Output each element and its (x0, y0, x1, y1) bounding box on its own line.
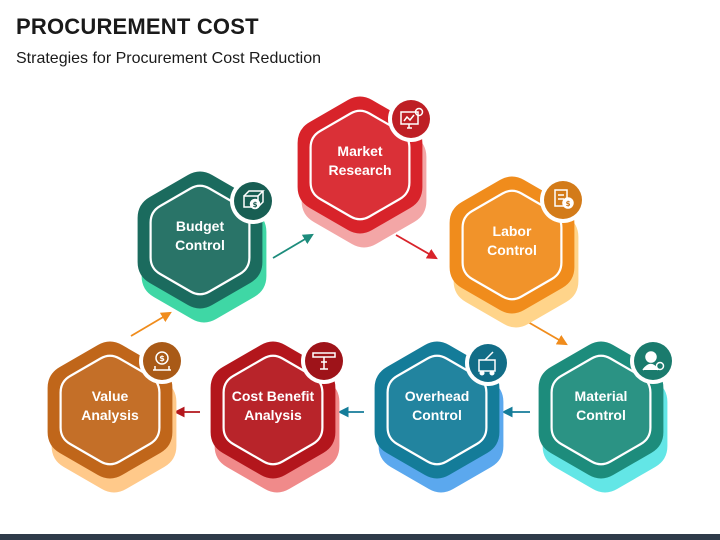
arrow-value-to-budget (130, 311, 172, 337)
arrow-market-to-labor (395, 234, 438, 260)
worker-cost-icon: $ (540, 177, 586, 223)
hex-label-line: Overhead (405, 388, 470, 404)
svg-text:$: $ (253, 201, 258, 209)
hex-label-line: Market (337, 143, 382, 159)
hex-label-line: Analysis (244, 407, 302, 423)
analytics-monitor-icon (388, 96, 434, 142)
cleaning-cart-icon (465, 340, 511, 386)
money-box-icon: $ (230, 178, 276, 224)
hex-label-line: Control (412, 407, 462, 423)
scale-ruler-icon (301, 338, 347, 384)
hex-label-line: Labor (493, 223, 532, 239)
hex-label-line: Analysis (81, 407, 139, 423)
hex-label-line: Control (576, 407, 626, 423)
connectors (130, 233, 568, 418)
hex-label-line: Value (92, 388, 129, 404)
hex-label-line: Material (575, 388, 628, 404)
bottom-bar (0, 534, 720, 540)
hex-label-line: Research (328, 162, 391, 178)
svg-text:$: $ (159, 354, 165, 363)
svg-text:$: $ (566, 200, 571, 208)
hex-label-line: Cost Benefit (232, 388, 315, 404)
hex-label-line: Control (487, 242, 537, 258)
page-title: PROCUREMENT COST (16, 14, 259, 39)
hex-label-line: Budget (176, 218, 225, 234)
page-subtitle: Strategies for Procurement Cost Reductio… (16, 50, 322, 67)
dollar-receipt-icon: $ (139, 338, 185, 384)
arrow-budget-to-market (272, 233, 314, 259)
person-gear-icon (630, 338, 676, 384)
hex-label-line: Control (175, 237, 225, 253)
arrow-labor-to-material (527, 321, 568, 346)
